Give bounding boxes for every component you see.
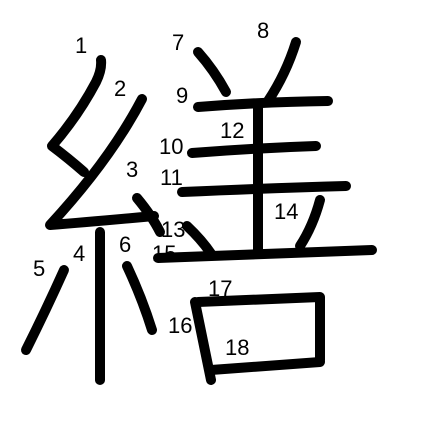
strokes: [21, 37, 377, 385]
stroke-numbers: 1 2 3 4 5 6 7 8 9 10 11 12 13 14 15 16 1…: [33, 18, 298, 360]
stroke-6: [122, 261, 157, 335]
stroke-1: [47, 55, 107, 177]
stroke-7: [193, 47, 231, 97]
stroke-number-3: 3: [126, 157, 138, 182]
stroke-number-15: 15: [152, 241, 176, 266]
stroke-18: [206, 357, 325, 375]
stroke-number-1: 1: [75, 33, 87, 58]
stroke-number-8: 8: [257, 18, 269, 43]
stroke-number-10: 10: [159, 134, 183, 159]
stroke-number-18: 18: [225, 335, 249, 360]
stroke-17: [193, 292, 325, 365]
stroke-number-16: 16: [168, 313, 192, 338]
stroke-number-4: 4: [73, 241, 85, 266]
stroke-5: [21, 265, 69, 355]
stroke-8: [263, 37, 301, 106]
stroke-13: [182, 221, 217, 260]
stroke-number-9: 9: [176, 83, 188, 108]
stroke-number-17: 17: [208, 276, 232, 301]
stroke-number-14: 14: [274, 199, 298, 224]
stroke-15: [153, 245, 377, 263]
stroke-number-7: 7: [172, 30, 184, 55]
stroke-number-6: 6: [119, 232, 131, 257]
stroke-2: [45, 94, 159, 230]
stroke-number-2: 2: [114, 76, 126, 101]
stroke-number-13: 13: [161, 217, 185, 242]
stroke-number-11: 11: [160, 165, 183, 190]
stroke-3: [132, 193, 165, 237]
stroke-number-12: 12: [220, 118, 244, 143]
stroke-14: [295, 195, 325, 251]
stroke-number-5: 5: [33, 256, 45, 281]
stroke-11: [177, 181, 351, 197]
